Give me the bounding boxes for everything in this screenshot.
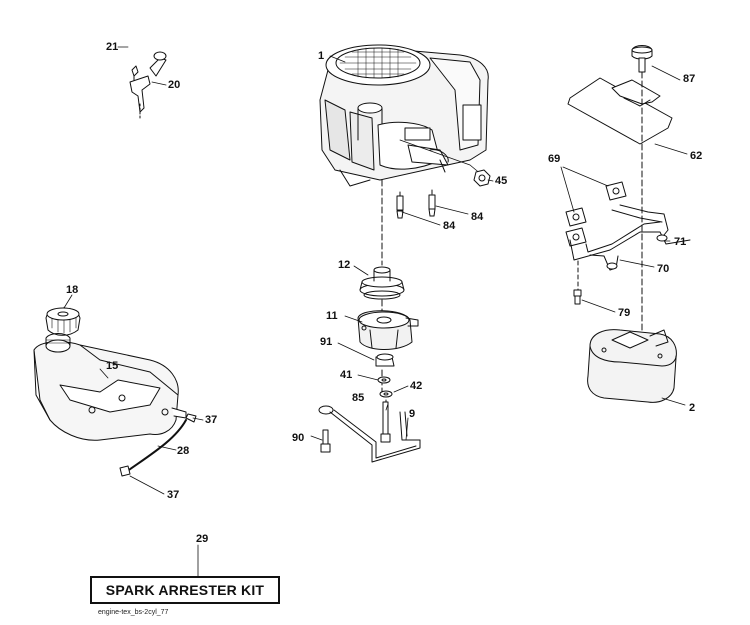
callout-heat-shield: 62 [690, 150, 703, 162]
diagram-file-id: engine-tex_bs-2cyl_77 [98, 609, 169, 616]
spacer-91-drawing [375, 353, 395, 367]
callout-clamp-upper: 37 [205, 414, 218, 426]
callout-knob-87: 87 [683, 73, 696, 85]
nut-45-drawing [473, 169, 491, 187]
callout-bolt-79: 79 [618, 307, 631, 319]
callout-washer-42: 42 [410, 380, 423, 392]
bolt-85-drawing [380, 401, 391, 443]
muffler-drawing [587, 329, 677, 403]
callout-choke-bracket: 20 [168, 79, 181, 91]
heat-shield-drawing [567, 77, 673, 145]
callout-bolt-85: 85 [352, 392, 365, 404]
choke-bracket-drawing [129, 51, 167, 119]
gaskets-drawing [565, 181, 627, 247]
fuel-line-drawing [119, 413, 197, 477]
callout-engine: 1 [318, 50, 325, 62]
callout-pto-clutch: 11 [326, 310, 338, 322]
fuel-tank-drawing [33, 333, 187, 441]
leader-lines [63, 46, 688, 577]
exhaust-pipes-drawing [569, 204, 691, 271]
pto-clutch-drawing [357, 310, 419, 350]
engine-drawing [319, 44, 489, 187]
callout-fuel-cap: 18 [66, 284, 79, 296]
callout-exhaust-pipe-70: 70 [657, 263, 670, 275]
pulley-drawing [359, 266, 405, 300]
washers-drawing [377, 376, 393, 398]
callout-spark-arrester-kit: 29 [196, 533, 209, 545]
callout-exhaust-pipe-71: 71 [674, 236, 687, 248]
callout-nut-45: 45 [495, 175, 508, 187]
callout-spacer-bar: 9 [409, 408, 416, 420]
spark-arrester-kit-label: SPARK ARRESTER KIT [105, 582, 265, 598]
callout-clamp-lower: 37 [167, 489, 180, 501]
callout-gasket: 69 [548, 153, 561, 165]
knob-87-drawing [631, 45, 653, 73]
spark-arrester-kit-box: SPARK ARRESTER KIT [90, 576, 280, 604]
callout-fuel-tank: 15 [106, 360, 119, 372]
callout-washer-41: 41 [340, 369, 353, 381]
callout-spacer-91: 91 [320, 336, 333, 348]
callout-bolt-90: 90 [292, 432, 305, 444]
spacer-bar-9-drawing [318, 405, 421, 463]
callout-pulley: 12 [338, 259, 351, 271]
callout-bolt-84-b: 84 [471, 211, 484, 223]
fuel-cap-drawing [45, 306, 81, 336]
callout-fuel-line: 28 [177, 445, 190, 457]
bolts-84-drawing [396, 189, 436, 219]
callout-bolt-84-a: 84 [443, 220, 456, 232]
callout-muffler: 2 [689, 402, 696, 414]
bolt-90-drawing [320, 429, 331, 453]
bolt-79-drawing [573, 289, 582, 305]
callout-screw-21: 21 [106, 41, 119, 53]
